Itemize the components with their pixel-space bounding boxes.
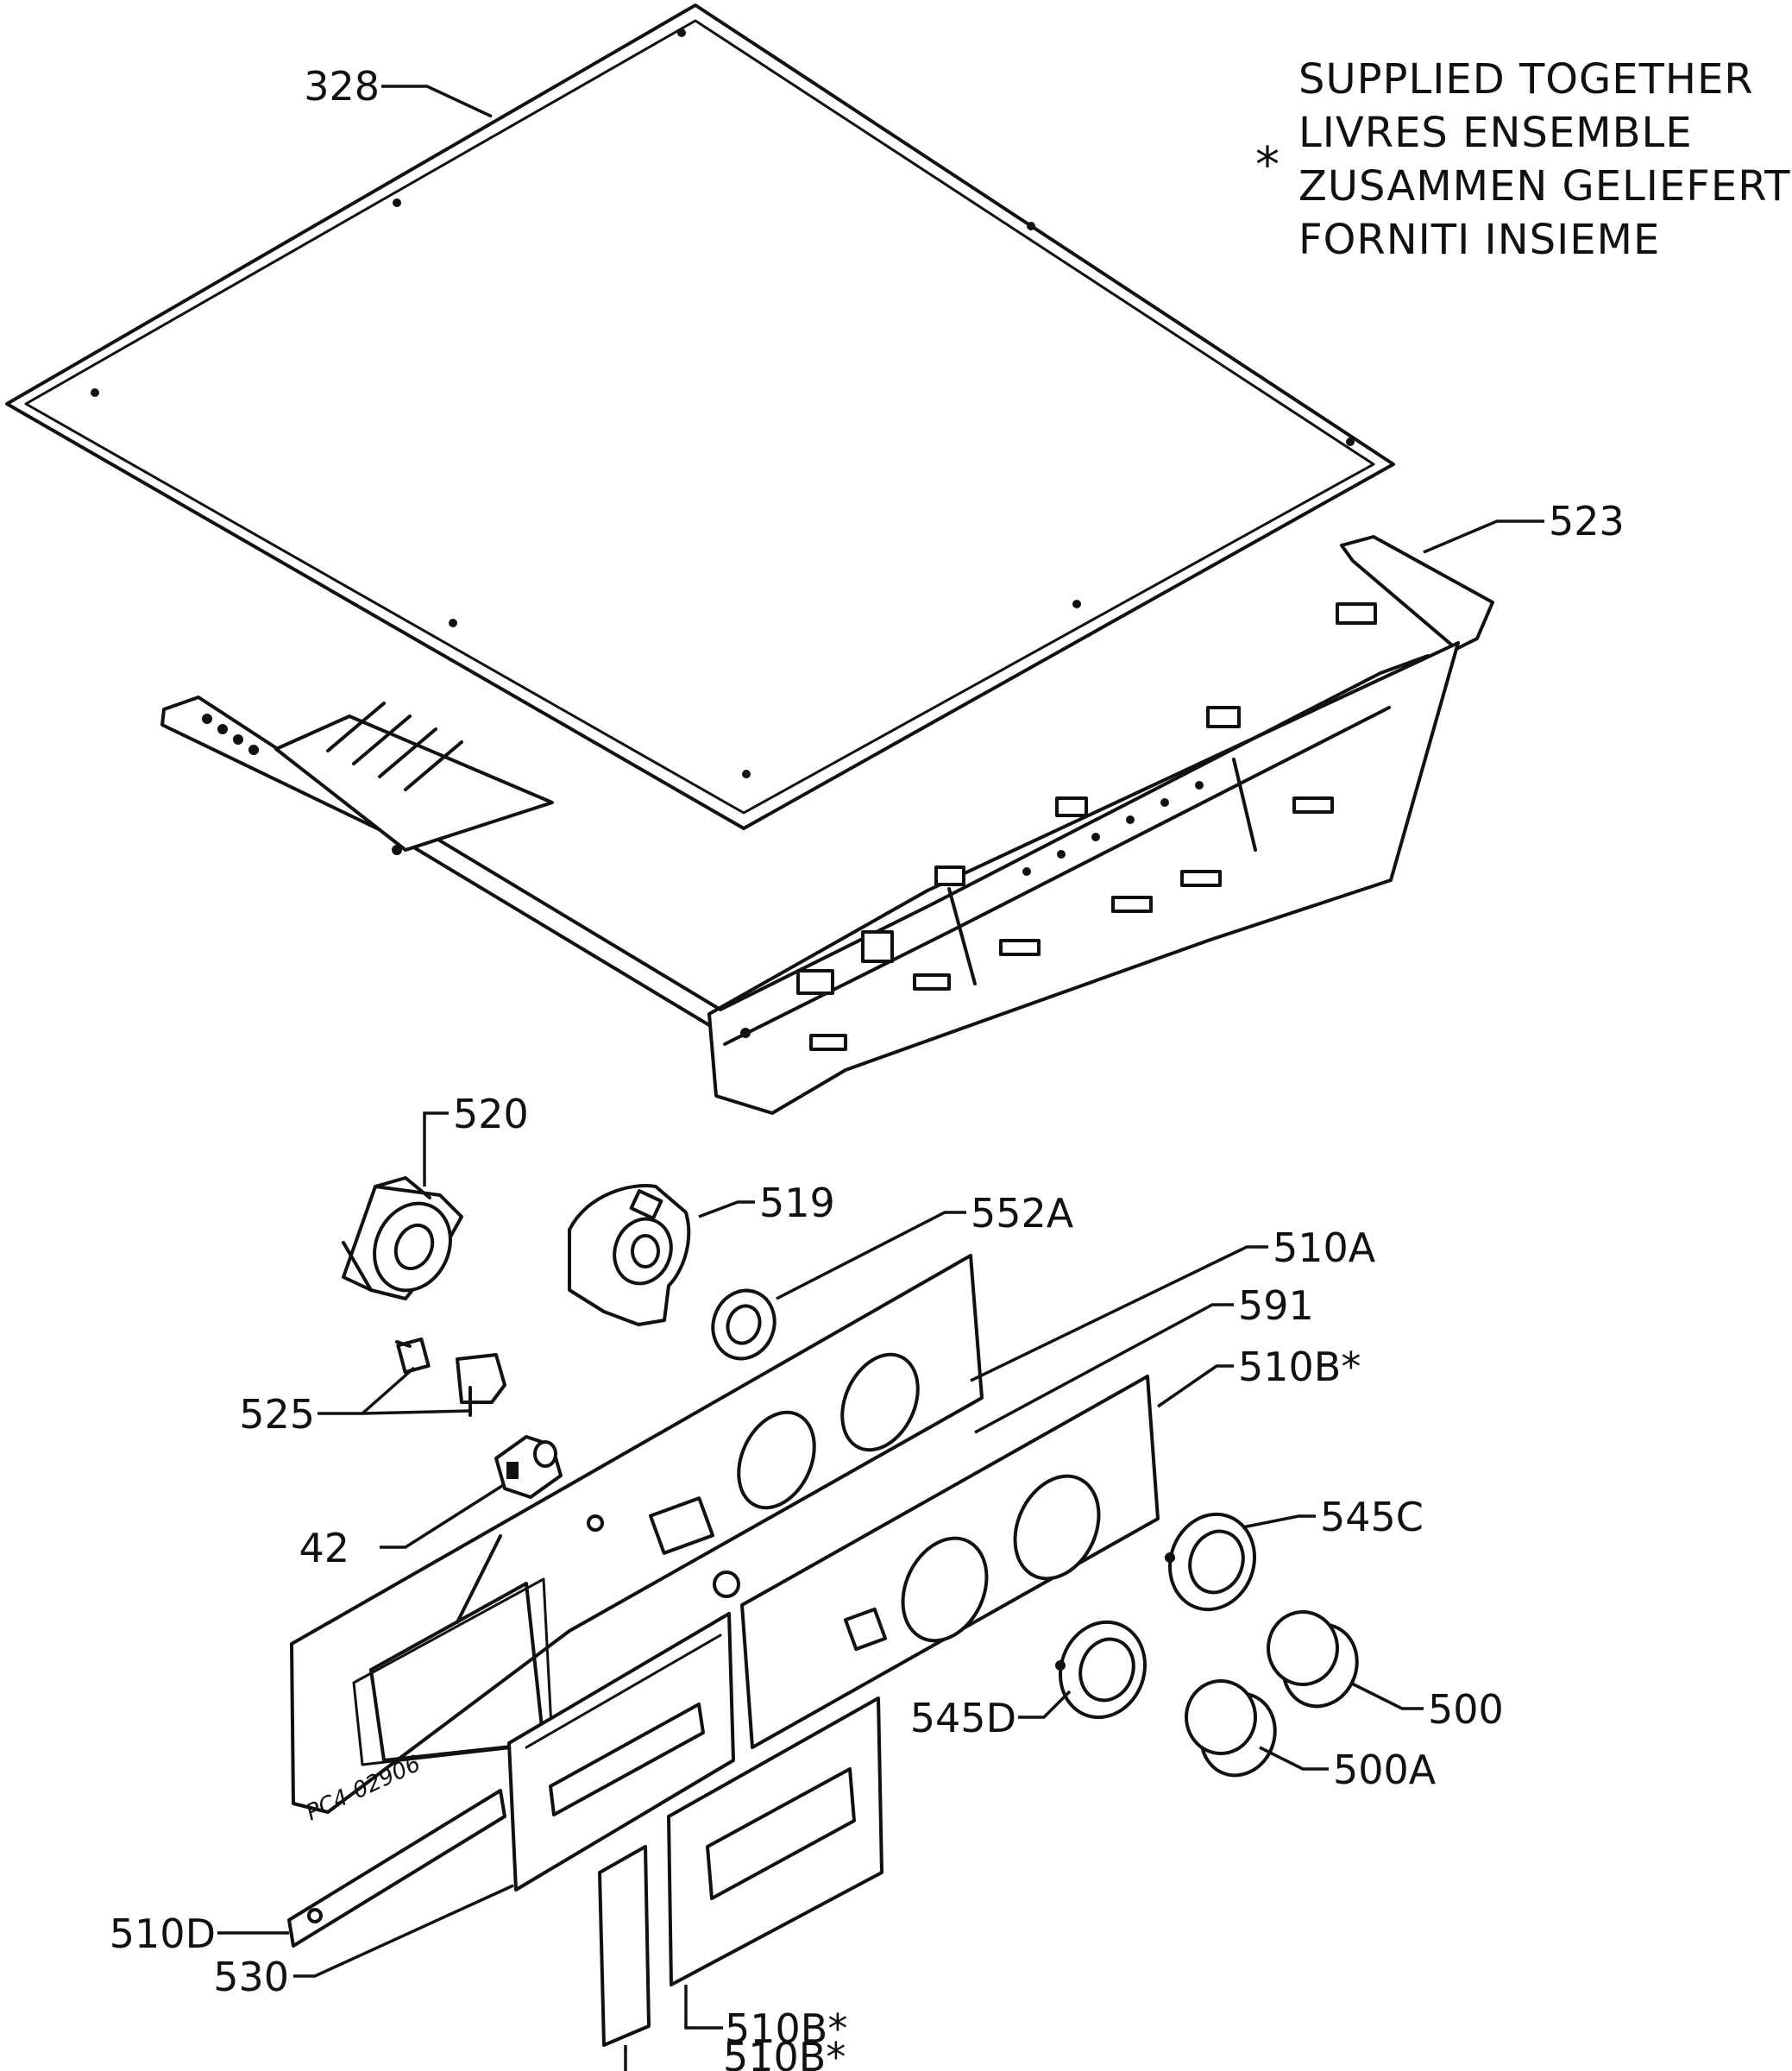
label-520: 520 [453,1091,529,1137]
label-591: 591 [1238,1282,1314,1329]
part-530-trim-panel [507,1612,735,1892]
part-510b-front-panel [740,1375,1160,1749]
label-328: 328 [304,63,380,110]
part-525-fasteners [395,1337,506,1417]
label-545d: 545D [910,1695,1016,1741]
label-510d: 510D [110,1910,216,1957]
part-545d-bezel [1055,1620,1148,1720]
part-510b-insert [598,1845,651,2047]
label-530: 530 [213,1954,289,2000]
part-523-panel-frame [160,535,1494,1115]
note-line-fr: LIVRES ENSEMBLE [1298,109,1693,157]
part-510b-small-panel [667,1696,883,1986]
part-500-knob [1267,1610,1359,1709]
label-510b-2: 510B* [725,2005,847,2052]
part-500a-knob [1185,1679,1277,1778]
label-42: 42 [299,1525,349,1571]
part-552a-ring [711,1288,777,1361]
note-line-it: FORNITI INSIEME [1298,216,1660,264]
part-510d-strip [287,1789,506,1948]
part-42-connector [494,1435,563,1499]
label-500a: 500A [1333,1747,1437,1793]
part-519-switch-housing [568,1184,691,1326]
label-545c: 545C [1320,1494,1424,1540]
supplied-together-note: * SUPPLIED TOGETHER LIVRES ENSEMBLE ZUSA… [1255,55,1790,264]
label-510b-1: 510B* [1238,1344,1361,1390]
asterisk-symbol: * [1255,137,1280,193]
label-519: 519 [759,1180,835,1226]
part-328-top-cover [5,3,1395,830]
label-510b-3: 510B* [723,2034,846,2071]
leader-lines [217,85,1544,2071]
label-510a: 510A [1273,1224,1376,1271]
label-500: 500 [1428,1686,1504,1733]
part-545c-bezel [1165,1512,1257,1612]
part-labels: 328 523 520 519 552A 510A 591 510B* 525 … [110,63,1625,2071]
note-line-de: ZUSAMMEN GELIEFERT [1298,162,1790,211]
label-525: 525 [239,1391,315,1438]
label-552a: 552A [971,1190,1074,1237]
note-line-en: SUPPLIED TOGETHER [1298,55,1754,104]
part-520-selector-mechanism [342,1176,463,1300]
label-523: 523 [1549,498,1625,545]
